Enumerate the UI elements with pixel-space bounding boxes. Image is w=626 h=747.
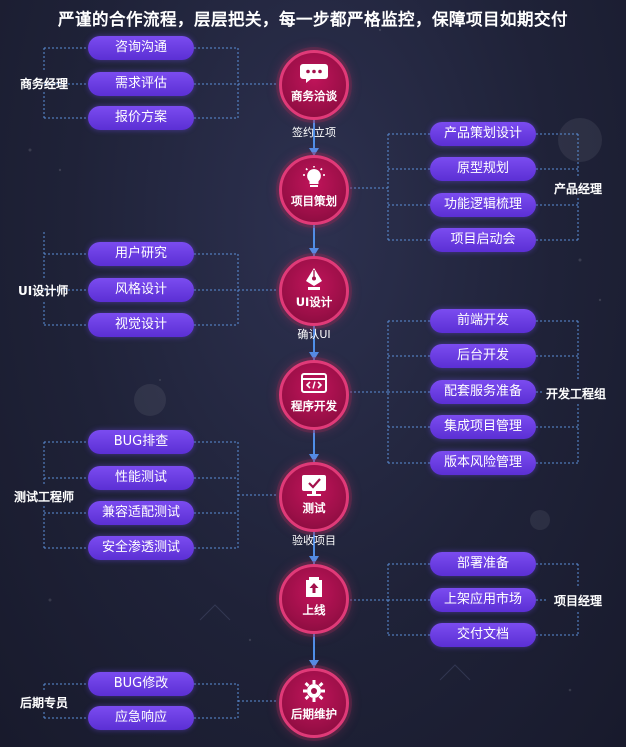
task-pill: 视觉设计 (88, 313, 194, 337)
task-pill: 产品策划设计 (430, 122, 536, 146)
task-pill: 后台开发 (430, 344, 536, 368)
task-pill: 功能逻辑梳理 (430, 193, 536, 217)
code-window-icon (301, 373, 327, 393)
page-title: 严谨的合作流程，层层把关，每一步都严格监控，保障项目如期交付 (58, 10, 568, 29)
task-pill: 部署准备 (430, 552, 536, 576)
task-pill: 交付文档 (430, 623, 536, 647)
connector-label-acceptance: 验收项目 (292, 534, 336, 547)
role-test-engineer: 测试工程师 (14, 490, 75, 504)
lightbulb-icon (303, 166, 325, 187)
role-dev-team: 开发工程组 (546, 387, 607, 401)
task-pill: 用户研究 (88, 242, 194, 266)
connector-label-confirm-ui: 确认UI (297, 328, 331, 341)
step-ui-design: UI设计 (279, 256, 349, 326)
role-product-manager: 产品经理 (554, 182, 603, 196)
task-pill: 报价方案 (88, 106, 194, 130)
task-pill: 需求评估 (88, 72, 194, 96)
step-maintenance: 后期维护 (279, 668, 349, 738)
step-label: 后期维护 (291, 707, 337, 721)
step-label: 商务洽谈 (291, 89, 337, 103)
task-pill: 原型规划 (430, 157, 536, 181)
chat-bubble-icon (300, 64, 328, 83)
step-launch: 上线 (279, 564, 349, 634)
task-pill: 版本风险管理 (430, 451, 536, 475)
step-label: UI设计 (295, 295, 333, 309)
task-pill: 兼容适配测试 (88, 501, 194, 525)
task-pill: 安全渗透测试 (88, 536, 194, 560)
task-pill: 项目启动会 (430, 228, 536, 252)
connector-label-sign: 签约立项 (292, 126, 336, 139)
task-pill: 风格设计 (88, 278, 194, 302)
step-development: 程序开发 (279, 360, 349, 430)
gear-icon (303, 680, 325, 702)
role-ui-designer: UI设计师 (18, 284, 69, 298)
role-project-manager: 项目经理 (554, 594, 603, 608)
task-pill: 应急响应 (88, 706, 194, 730)
task-pill: 性能测试 (88, 466, 194, 490)
upload-box-icon (306, 577, 322, 597)
task-pill: BUG修改 (88, 672, 194, 696)
step-label: 上线 (302, 603, 326, 617)
pen-nib-icon (306, 268, 322, 290)
task-pill: 前端开发 (430, 309, 536, 333)
step-label: 项目策划 (291, 194, 337, 208)
task-pill: 咨询沟通 (88, 36, 194, 60)
step-business-talk: 商务洽谈 (279, 50, 349, 120)
task-pill: BUG排查 (88, 430, 194, 454)
task-pill: 上架应用市场 (430, 588, 536, 612)
step-project-planning: 项目策划 (279, 155, 349, 225)
step-label: 测试 (302, 501, 326, 515)
monitor-check-icon (302, 475, 326, 496)
task-pill: 集成项目管理 (430, 415, 536, 439)
task-pill: 配套服务准备 (430, 380, 536, 404)
step-testing: 测试 (279, 462, 349, 532)
role-maintenance-specialist: 后期专员 (20, 696, 69, 710)
step-label: 程序开发 (291, 399, 337, 413)
role-business-manager: 商务经理 (20, 77, 69, 91)
